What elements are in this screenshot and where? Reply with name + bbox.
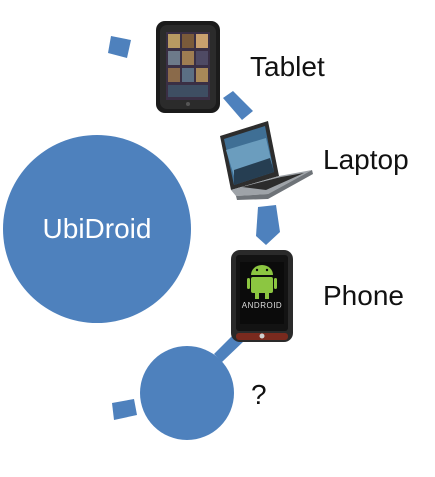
tablet-label: Tablet [250,51,325,82]
arc-segment-tablet-laptop [223,91,253,120]
android-phone-icon: ANDROID [231,250,293,342]
laptop-icon [220,121,313,200]
hub-label: UbiDroid [43,213,152,244]
laptop-label: Laptop [323,144,409,175]
tablet-icon [156,21,220,113]
unknown-device-circle [140,346,234,440]
unknown-device-label: ? [251,379,267,410]
arc-segment-bottom-left [112,399,137,420]
arc-segment-laptop-phone [256,205,280,245]
arc-segment-top-left [108,36,131,58]
arc-segments [108,36,280,420]
hub-circle [3,135,191,323]
phone-label: Phone [323,280,404,311]
phone-screen-text: ANDROID [242,301,282,310]
